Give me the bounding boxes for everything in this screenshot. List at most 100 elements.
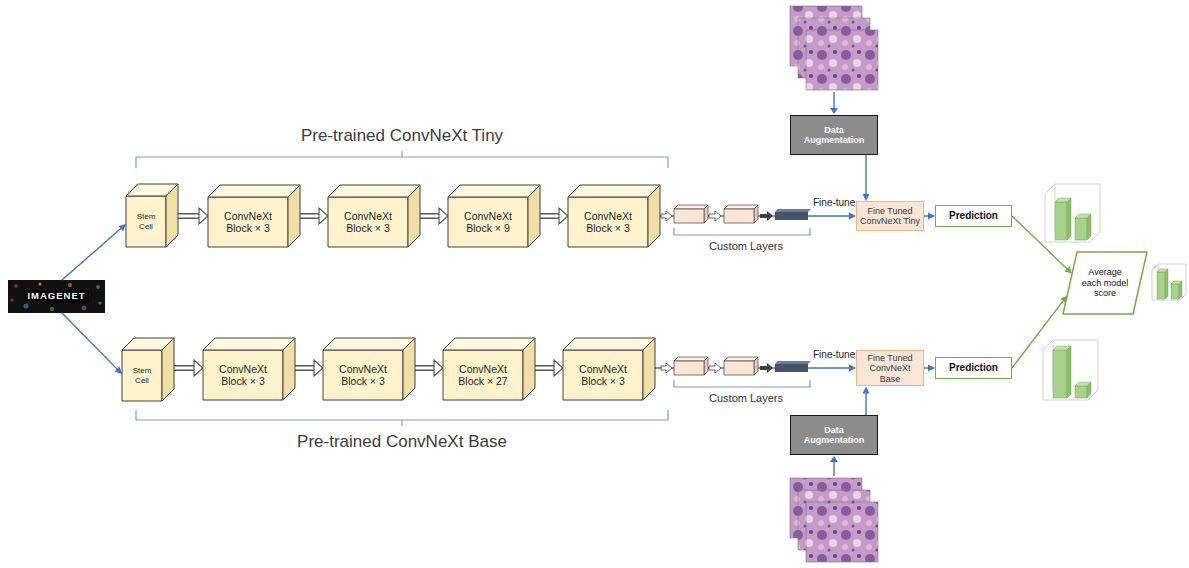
convnext-block: ConvNeXt Block × 3 bbox=[563, 338, 655, 400]
layer-box bbox=[724, 209, 754, 223]
chart-bar bbox=[1087, 382, 1091, 398]
arrowhead bbox=[194, 360, 203, 376]
cuboid-face bbox=[162, 338, 174, 401]
chart-bar bbox=[1179, 281, 1182, 299]
flow-arrow bbox=[1012, 216, 1067, 269]
stem-cell: Stem Cell bbox=[122, 338, 174, 401]
prediction-box: Prediction bbox=[935, 205, 1012, 227]
cuboid-face bbox=[323, 350, 403, 400]
node-text-block: Average each model score bbox=[1080, 267, 1130, 298]
connector-group bbox=[300, 208, 328, 224]
cuboid-face bbox=[523, 338, 535, 400]
chart-frame bbox=[1043, 340, 1098, 400]
bar-chart bbox=[1043, 340, 1098, 400]
chart-frame bbox=[1045, 184, 1100, 242]
node-face: ConvNeXt Block × 3 bbox=[323, 350, 403, 400]
cuboid-face bbox=[122, 350, 162, 401]
node-text: ConvNeXt Block × 3 bbox=[574, 210, 642, 234]
hollow-arrow bbox=[709, 211, 721, 221]
group-bracket bbox=[674, 380, 810, 387]
convnext-block: ConvNeXt Block × 3 bbox=[568, 185, 660, 247]
chart-bar bbox=[1087, 214, 1091, 240]
convnext-block: ConvNeXt Block × 3 bbox=[208, 185, 300, 247]
cuboid-face bbox=[568, 185, 660, 197]
layer-box bbox=[724, 205, 758, 209]
cuboid-face bbox=[563, 338, 655, 350]
node-text: Fine Tuned ConvNeXt Tiny bbox=[859, 206, 921, 227]
flow-arrow bbox=[924, 367, 929, 368]
group-bracket bbox=[136, 151, 668, 168]
connector-group bbox=[535, 360, 563, 376]
node-text-block: ConvNeXt Block × 3 bbox=[569, 363, 637, 387]
custom-layers-stack bbox=[661, 357, 811, 375]
block-arrow-inner bbox=[174, 367, 195, 370]
connector-group bbox=[62, 224, 126, 280]
node-text: Average each model score bbox=[1080, 267, 1130, 298]
histology-image bbox=[806, 30, 878, 90]
histology-images bbox=[790, 6, 878, 90]
chart-bar bbox=[1165, 269, 1168, 299]
node-face: Data Augmentation bbox=[791, 416, 877, 454]
cuboid-face bbox=[208, 197, 288, 247]
arrowhead bbox=[863, 386, 870, 393]
flow-arrow bbox=[62, 313, 117, 369]
convnext-block: ConvNeXt Block × 3 bbox=[323, 338, 415, 400]
arrowhead bbox=[554, 360, 563, 376]
node-face: Fine Tuned ConvNeXt Tiny bbox=[857, 202, 923, 230]
layer-box bbox=[674, 209, 704, 223]
cuboid-face bbox=[443, 350, 523, 400]
connector-group bbox=[174, 360, 203, 376]
flow-arrow bbox=[865, 393, 866, 415]
cuboid-face bbox=[323, 338, 415, 350]
prediction-box: Prediction bbox=[935, 357, 1012, 379]
node-face: Data Augmentation bbox=[791, 116, 877, 154]
chart-bar bbox=[1075, 386, 1087, 398]
node-text: ConvNeXt Block × 27 bbox=[449, 363, 517, 387]
solid-arrow bbox=[760, 211, 773, 221]
input-arrow bbox=[833, 92, 834, 108]
augmentation-box: Data Augmentation bbox=[790, 415, 878, 455]
chart-frame bbox=[1152, 264, 1186, 300]
parallelogram-shape bbox=[1063, 252, 1147, 314]
node-face: Stem Cell bbox=[126, 196, 166, 247]
cuboid-face bbox=[568, 197, 648, 247]
connector-group bbox=[178, 208, 208, 224]
arrowhead bbox=[863, 194, 870, 201]
flow-arrow bbox=[924, 215, 929, 216]
input-arrow bbox=[833, 462, 834, 476]
node-face: Average each model score bbox=[1063, 252, 1147, 314]
node-text: ConvNeXt Block × 3 bbox=[334, 210, 402, 234]
block-arrow-inner bbox=[295, 367, 315, 370]
augmentation-box: Data Augmentation bbox=[790, 115, 878, 155]
cuboid-face bbox=[203, 350, 283, 400]
arrowhead bbox=[830, 456, 838, 462]
cuboid-face bbox=[448, 197, 528, 247]
connector-group bbox=[540, 208, 568, 224]
node-text-block: Prediction bbox=[939, 362, 1008, 374]
chart-bar bbox=[1067, 198, 1071, 240]
cuboid-face bbox=[328, 185, 420, 197]
arrowhead bbox=[319, 208, 328, 224]
cuboid-face bbox=[126, 196, 166, 247]
connector-group bbox=[62, 313, 122, 374]
bar-chart bbox=[1045, 184, 1100, 242]
block-arrow-inner bbox=[178, 215, 200, 218]
chart-bar bbox=[1171, 284, 1179, 299]
group-bracket bbox=[674, 228, 810, 235]
cuboid-face bbox=[563, 350, 643, 400]
arrowhead bbox=[1065, 266, 1072, 273]
node-text: ConvNeXt Block × 9 bbox=[454, 210, 522, 234]
arrowhead bbox=[849, 213, 856, 220]
connector-group bbox=[863, 386, 870, 415]
node-text: Prediction bbox=[939, 362, 1008, 374]
connector-group bbox=[295, 360, 323, 376]
node-face: IMAGENET bbox=[8, 280, 105, 313]
layer-box bbox=[704, 205, 708, 223]
block-arrow-inner bbox=[535, 367, 555, 370]
node-text: Stem Cell bbox=[129, 212, 163, 230]
arrowhead bbox=[830, 108, 838, 114]
cuboid-face bbox=[528, 185, 540, 247]
output-bar bbox=[775, 212, 808, 220]
